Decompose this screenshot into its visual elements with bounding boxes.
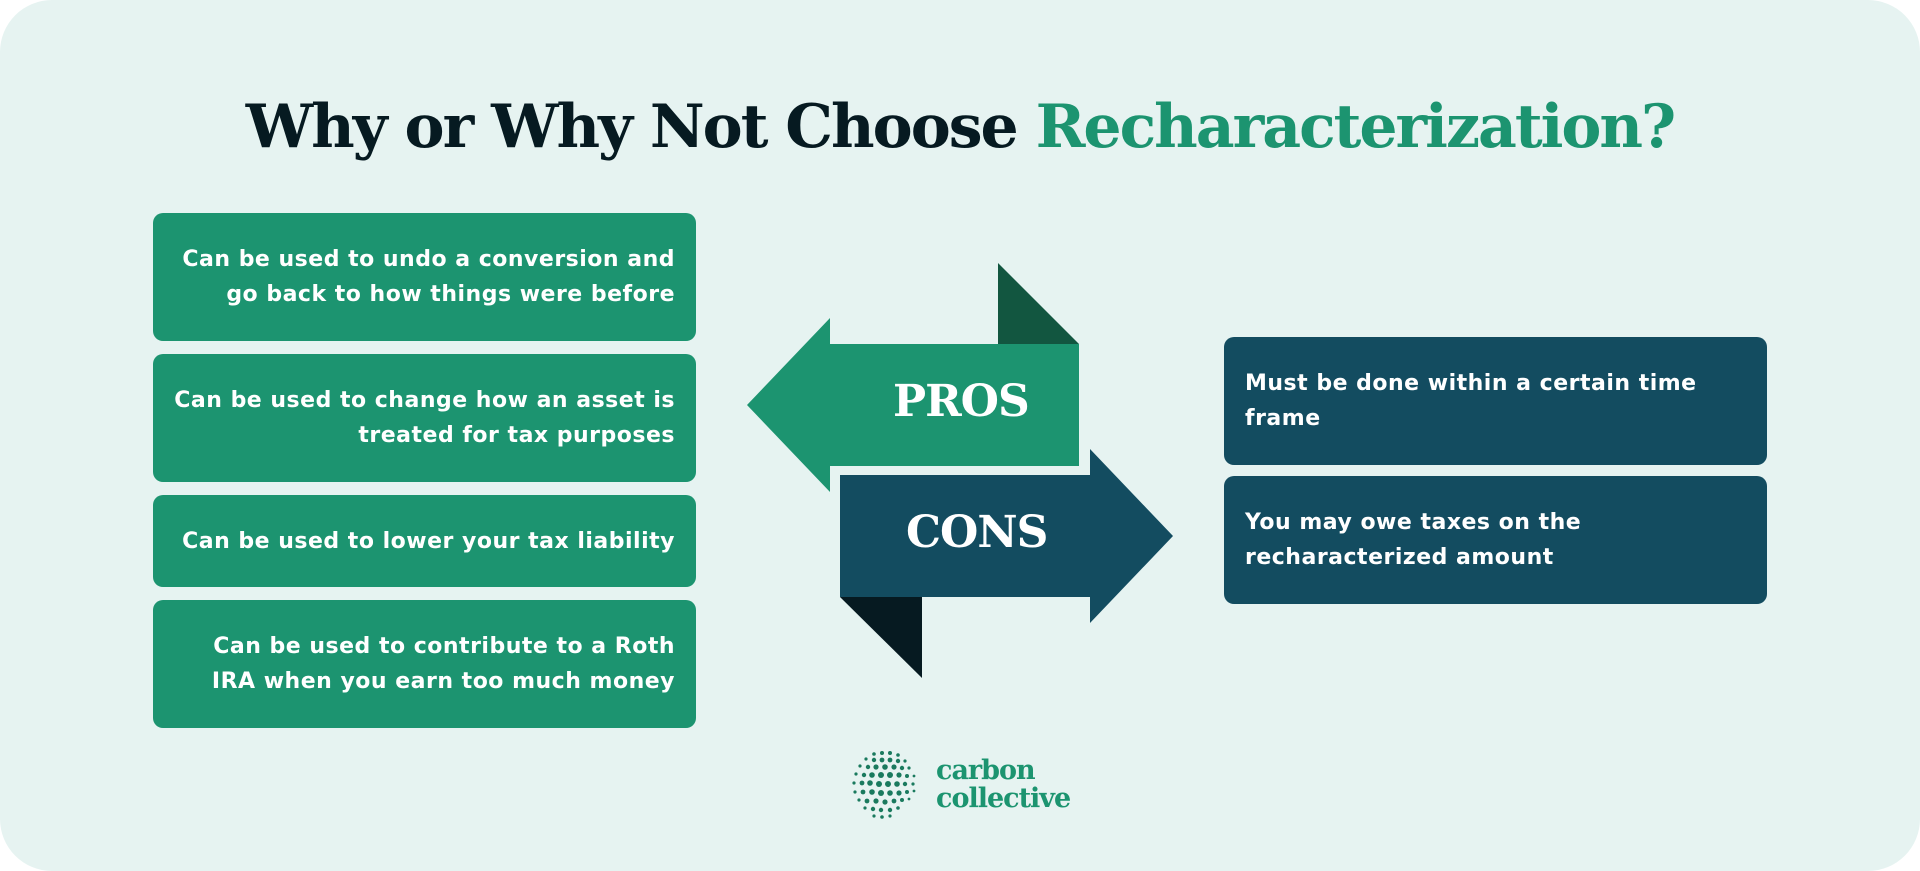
pro-item-text: Can be used to lower your tax liability [182, 528, 675, 554]
con-item-text: Must be done within a certain time frame [1245, 371, 1697, 431]
pros-label: PROS [893, 376, 1030, 427]
logo-wordmark: carbon collective [936, 755, 1071, 814]
pro-item: Can be used to change how an asset is tr… [153, 354, 696, 482]
pros-fold-shape [998, 263, 1079, 344]
pro-item: Can be used to contribute to a Roth IRA … [153, 600, 696, 728]
pro-item-text: Can be used to undo a conversion and go … [182, 247, 675, 307]
pro-item-text: Can be used to change how an asset is tr… [174, 388, 675, 448]
title-main: Why or Why Not Choose [245, 92, 1036, 162]
cons-fold-shape [840, 597, 922, 678]
pro-item: Can be used to lower your tax liability [153, 495, 696, 587]
con-item-text: You may owe taxes on the recharacterized… [1245, 510, 1582, 570]
dotted-sphere-icon [852, 751, 916, 819]
cons-label: CONS [906, 507, 1048, 558]
pros-arrow-left [747, 318, 1079, 492]
logo-line-2: collective [936, 783, 1071, 814]
page-title: Why or Why Not Choose Recharacterization… [0, 92, 1920, 162]
con-item: You may owe taxes on the recharacterized… [1224, 476, 1767, 604]
carbon-collective-logo: carbon collective [848, 748, 1071, 822]
con-item: Must be done within a certain time frame [1224, 337, 1767, 465]
cons-arrow-right [840, 449, 1173, 623]
title-accent: Recharacterization? [1035, 92, 1677, 162]
pro-item-text: Can be used to contribute to a Roth IRA … [211, 634, 675, 694]
pro-item: Can be used to undo a conversion and go … [153, 213, 696, 341]
logo-line-1: carbon [936, 755, 1036, 786]
